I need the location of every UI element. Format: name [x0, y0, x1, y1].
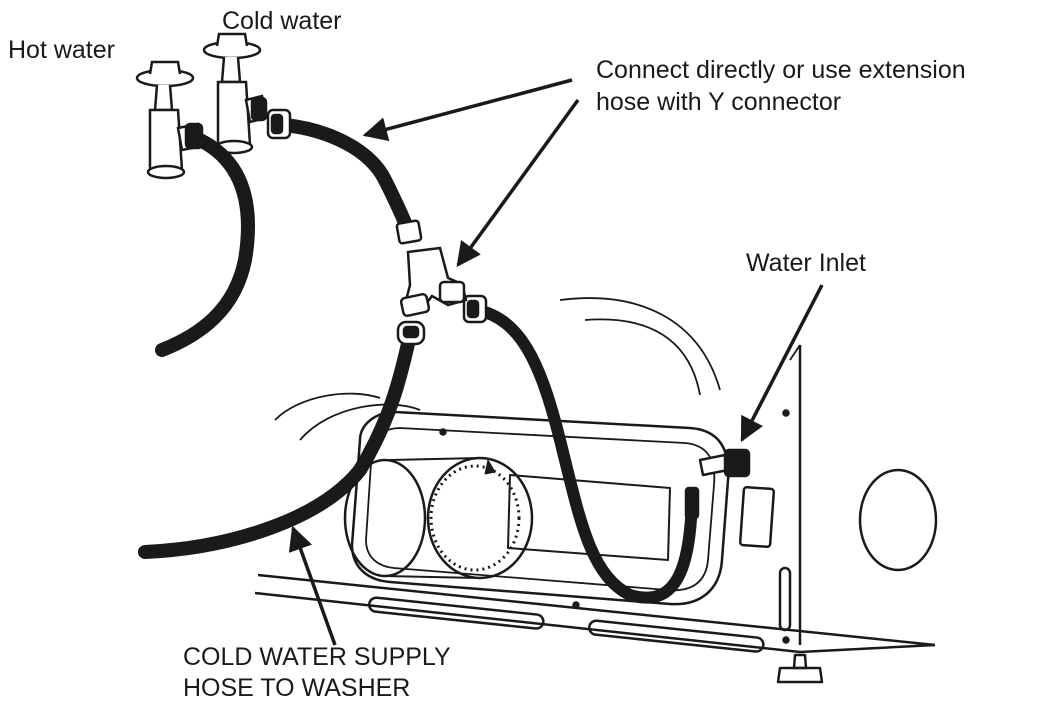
- cold-water-faucet: [204, 34, 266, 153]
- hose-couplings: [268, 110, 698, 518]
- arrow-to-hose: [365, 80, 572, 135]
- label-hot-water: Hot water: [8, 34, 115, 66]
- arrow-to-y-connector: [458, 100, 578, 265]
- label-water-inlet: Water Inlet: [746, 247, 866, 279]
- label-supply-line2: HOSE TO WASHER: [183, 672, 410, 704]
- washer-back-panel: [255, 298, 936, 682]
- hoses: [145, 125, 692, 598]
- arrow-to-supply-hose: [293, 528, 335, 645]
- hot-water-faucet: [137, 62, 202, 178]
- label-connect-line1: Connect directly or use extension: [596, 54, 966, 86]
- label-cold-water: Cold water: [222, 5, 342, 37]
- label-connect-line2: hose with Y connector: [596, 86, 841, 118]
- label-supply-line1: COLD WATER SUPPLY: [183, 641, 451, 673]
- y-connector: [400, 248, 466, 317]
- arrow-to-water-inlet: [742, 285, 822, 440]
